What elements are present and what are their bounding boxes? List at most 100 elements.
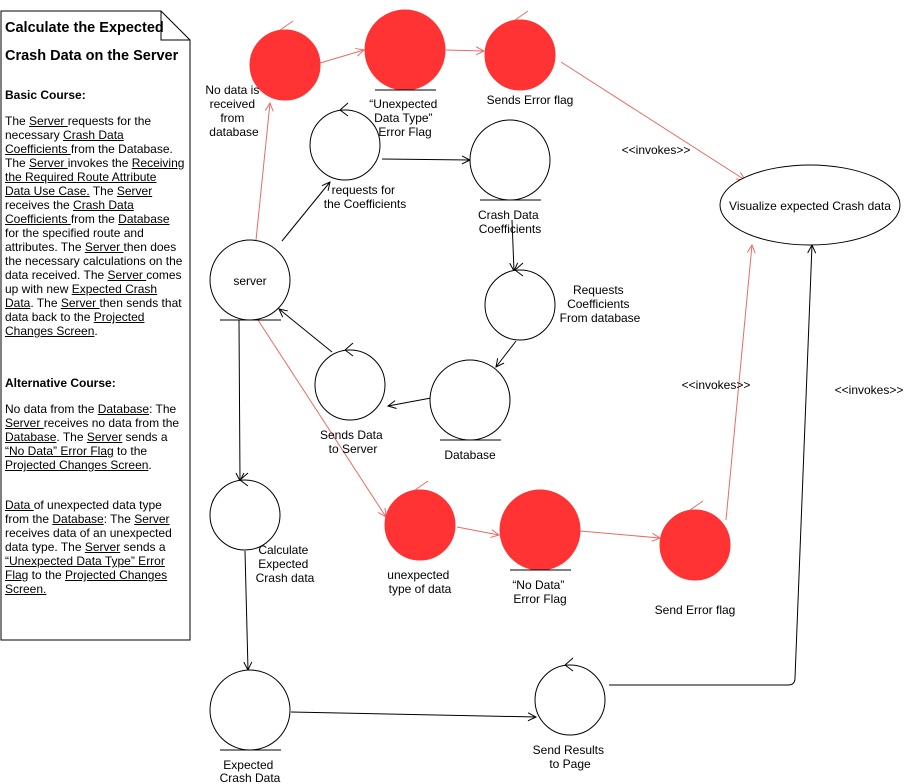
note-line: Coefficients from the Database [5, 212, 184, 226]
connector-senderror-bottom-to-visualize [725, 245, 752, 521]
send-results-control[interactable] [534, 657, 606, 736]
note-line: attributes. The Server then does [5, 240, 184, 254]
note-text-run: of unexpected data type [33, 498, 162, 512]
note-text-run: from the [5, 512, 53, 526]
note-title-line-2: Crash Data on the Server [5, 48, 179, 64]
no-data-control-arrowhead [279, 20, 294, 31]
note-line: receives data of an unexpected [5, 526, 172, 540]
connector-requests-to-coeffs [381, 159, 470, 160]
note-text-run: sends a [120, 540, 166, 554]
note-underlined-term: Database [5, 430, 57, 444]
note-underlined-term: Server [134, 512, 170, 526]
note-text-run: up with new [5, 282, 72, 296]
note-line: data type. The Server sends a [5, 540, 172, 554]
note-line: Database. The Server sends a [5, 430, 179, 444]
no-data-control[interactable] [249, 20, 321, 101]
calculate-label: Calculate Expected Crash data [256, 543, 315, 585]
note-text-run: receives the [5, 198, 74, 212]
note-underlined-term: Projected [93, 310, 145, 324]
connector-senderror-to-visualize [560, 61, 745, 180]
note-text-run: comes [146, 268, 182, 282]
unexpected-type-label: unexpected type of data [387, 568, 452, 596]
send-error-flag-bottom-control[interactable] [659, 500, 731, 581]
requests-coefficients-arrowhead [339, 102, 349, 117]
connector-server-to-nodata [255, 103, 270, 241]
note-underlined-term: Server [29, 156, 68, 170]
note-text-run: . The [30, 296, 61, 310]
note-line: Server receives no data from the [5, 416, 179, 430]
connector-server-to-calculate [239, 319, 240, 481]
note-text-run: . The [56, 430, 87, 444]
calculate-control[interactable] [209, 472, 281, 551]
note-text-run: The [5, 156, 30, 170]
note-shape [0, 10, 191, 641]
expected-crash-data-entity[interactable] [209, 669, 291, 751]
sends-data-control[interactable] [314, 342, 386, 421]
visualize-label: Visualize expected Crash data [729, 199, 891, 213]
invokes-right-label: <<invokes>> [835, 383, 904, 397]
unexpected-flag-entity[interactable] [364, 9, 446, 91]
note-text-run: receives no data from the [43, 416, 180, 430]
connector-nodataflag-to-senderror [579, 530, 660, 538]
no-data-flag-entity[interactable] [499, 489, 581, 571]
sends-error-top-circle [484, 19, 556, 91]
send-error-bottom-circle [659, 509, 731, 581]
note-text-run: : The [103, 512, 135, 526]
no-data-flag-circle [499, 489, 581, 571]
note-underlined-term: Server [84, 240, 124, 254]
send-results-arrowhead [564, 657, 574, 672]
note-line: The Server requests for the [5, 114, 184, 128]
note-underlined-term: “Unexpected Data Type” Error [5, 554, 165, 568]
note-fold [160, 11, 190, 41]
note-underlined-term: Projected Changes [65, 568, 168, 582]
connector-requestsdb-to-database [496, 340, 517, 367]
visualize-use-case[interactable]: Visualize expected Crash data [719, 164, 901, 246]
requests-from-db-control[interactable] [484, 262, 556, 341]
note-text-run: to the [113, 444, 148, 458]
connector-database-to-sends [388, 397, 432, 406]
sends-error-flag-top-label: Sends Error flag [487, 93, 574, 107]
sends-data-label: Sends Data to Server [320, 428, 386, 456]
note-line: for the specified route and [5, 226, 184, 240]
server-boundary[interactable] [209, 239, 291, 321]
note-line: Screen. [5, 582, 172, 596]
unexpected-type-control[interactable] [384, 480, 456, 561]
note-text-run: from the [70, 212, 119, 226]
note-text-run: necessary [5, 128, 64, 142]
connector-sends-to-server [279, 309, 333, 353]
note-line: receives the Crash Data [5, 198, 184, 212]
connector-expected-to-sendresults [290, 711, 536, 717]
note-text-run: receives data of an unexpected [5, 526, 172, 540]
note-underlined-term: Server [29, 114, 68, 128]
note-body: Calculate the Expected Crash Data on the… [5, 14, 190, 70]
note-line: “No Data” Error Flag to the [5, 444, 179, 458]
note-line: Data. The Server then sends that [5, 296, 184, 310]
note-underlined-term: Coefficients [5, 142, 71, 156]
note-text-run: requests for the [67, 114, 152, 128]
note-line: Changes Screen. [5, 324, 184, 338]
invokes-mid-label: <<invokes>> [682, 378, 751, 392]
note-line: up with new Expected Crash [5, 282, 184, 296]
crash-data-coefficients-entity[interactable] [469, 119, 551, 201]
database-entity[interactable] [429, 359, 511, 441]
note-text-run: then sends that [99, 296, 182, 310]
note-underlined-term: Data [5, 498, 34, 512]
note-text-run: attributes. The [5, 240, 85, 254]
sends-error-flag-top-control[interactable] [484, 10, 556, 91]
note-line: Projected Changes Screen. [5, 458, 179, 472]
crash-data-coefficients-circle [469, 119, 551, 201]
unexpected-flag-label: “Unexpected Data Type” Error Flag [369, 97, 440, 139]
requests-coefficients-control[interactable] [309, 102, 381, 181]
connector-sendresults-to-visualize [609, 245, 812, 686]
note-line: “Unexpected Data Type” Error [5, 554, 172, 568]
note-text-run: No data from the [5, 402, 98, 416]
note-text-run: data type. The [5, 540, 85, 554]
note-underlined-term: Flag [5, 568, 29, 582]
note-underlined-term: Receiving [131, 156, 185, 170]
requests-from-db-arrowhead [514, 262, 524, 277]
note-text-run: The [5, 114, 30, 128]
note-line: Coefficients from the Database. [5, 142, 184, 156]
note-text-run: invokes the [67, 156, 132, 170]
